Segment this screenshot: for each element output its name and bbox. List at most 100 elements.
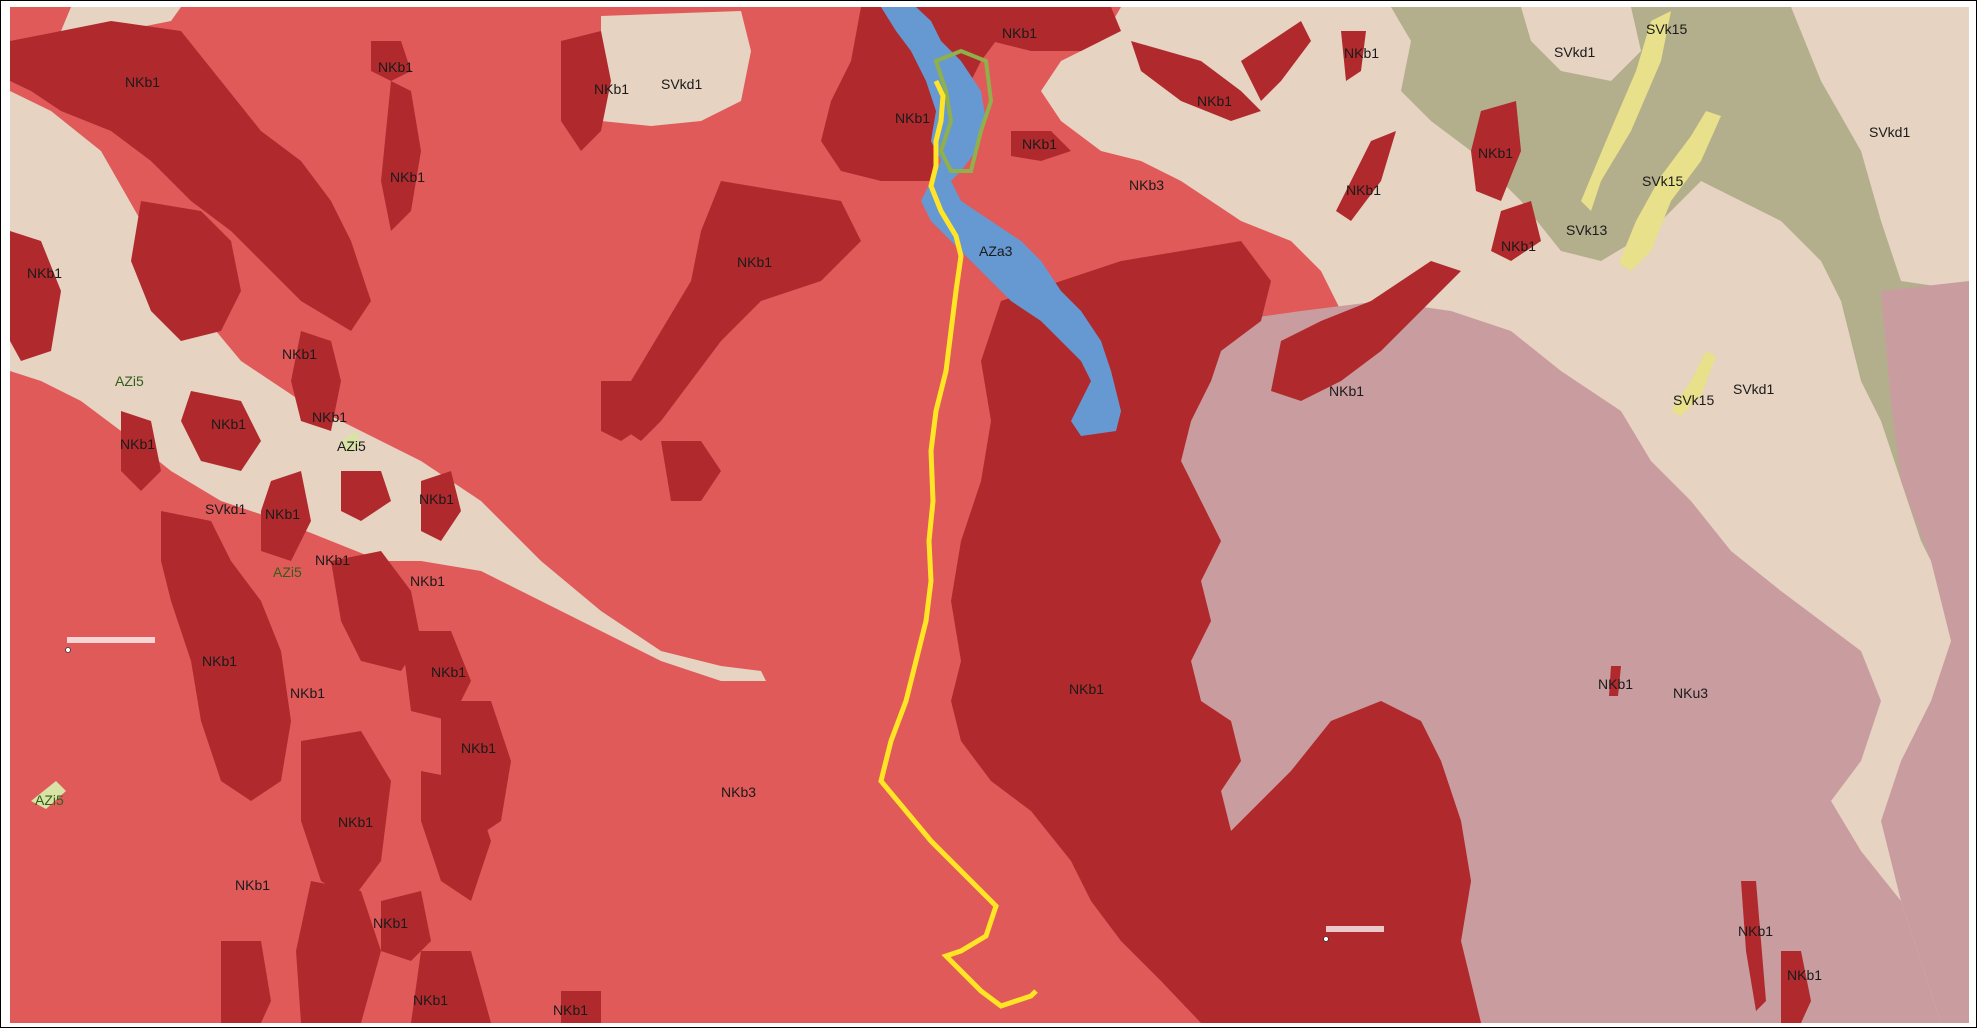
unit-nkb1-ne2 [1241,21,1311,101]
label-l22: NKb1 [27,265,62,281]
label-l33: NKb1 [265,506,300,522]
label-l24: NKb1 [282,346,317,362]
label-l42: NKu3 [1673,685,1708,701]
label-l50: NKb1 [1738,923,1773,939]
label-l17: NKb1 [1346,182,1381,198]
map-labels: NKb1 NKb1 NKb1 SVkd1 NKb1 NKb1 SVkd1 SVk… [27,21,1910,1018]
label-l44: NKb1 [461,740,496,756]
label-l3: NKb1 [594,81,629,97]
label-l21: AZa3 [979,243,1013,259]
label-l10: NKb1 [895,110,930,126]
unit-svk13 [1391,7,1969,601]
unit-nkb1-w25 [341,471,391,521]
unit-nkb1-north-2 [981,7,1121,51]
unit-nkb1-se-strip-2 [1781,951,1811,1023]
label-l25: NKb1 [1329,383,1364,399]
geological-map[interactable]: NKb1 NKb1 NKb1 SVkd1 NKb1 NKb1 SVkd1 SVk… [10,7,1969,1023]
label-l48: NKb1 [235,877,270,893]
label-l20: NKb1 [737,254,772,270]
unit-svkd1-patch-2 [1791,7,1969,291]
label-l52: NKb1 [413,992,448,1008]
settlement-marker-west[interactable] [65,647,71,653]
label-l28: NKb1 [312,409,347,425]
settlement-name-plate-west [67,637,155,643]
unit-svk15-stripe-2 [1619,111,1721,271]
unit-nku3 [1181,301,1941,1023]
label-l51: NKb1 [1787,967,1822,983]
label-l5: NKb1 [1002,25,1037,41]
unit-nkb1-w1 [131,201,241,341]
unit-nkb1-ne4 [1341,31,1366,81]
label-l47: NKb1 [338,814,373,830]
unit-nku3-east [1881,281,1969,1023]
label-l1: NKb1 [125,74,160,90]
unit-nkb1-w7 [161,511,291,801]
label-l18: SVk13 [1566,222,1607,238]
unit-nkb1-w8 [331,551,421,671]
unit-azi5-patch [341,431,361,453]
label-l4: SVkd1 [661,76,702,92]
settlement-marker-east[interactable] [1323,936,1329,942]
label-l31: NKb1 [120,436,155,452]
route-line [878,79,1038,1009]
label-l30: SVkd1 [1733,381,1774,397]
unit-nkb1-w20 [601,381,651,441]
unit-nkb1-nw [10,21,371,331]
label-l34: NKb1 [419,491,454,507]
unit-nkb1-w13 [296,881,381,1023]
unit-nkb1-w3 [181,391,261,471]
label-l27: AZi5 [337,438,366,454]
label-l6: NKb1 [1344,45,1379,61]
label-l11: NKb1 [1197,93,1232,109]
settlement-name-plate-east [1326,926,1384,932]
unit-nkb1-w4 [121,411,161,491]
label-l23: AZi5 [115,373,144,389]
unit-nkb1-w10 [401,631,471,721]
label-l46: NKb3 [721,784,756,800]
unit-nkb1-se-strip [1741,881,1766,1011]
unit-nkb1-w15 [381,81,421,231]
unit-nkb1-ne8 [1271,261,1461,401]
label-l43: NKb1 [1598,676,1633,692]
label-l39: NKb1 [431,664,466,680]
unit-nkb1-w18 [611,181,861,441]
unit-nkb1-w21 [221,941,271,1023]
unit-svk15-small [1671,351,1716,416]
label-l38: NKb1 [202,653,237,669]
unit-nkb1-w9 [421,471,461,541]
unit-nkb1-central [951,241,1481,1023]
label-l16: SVk15 [1642,173,1683,189]
label-l15: NKb1 [1478,145,1513,161]
label-l40: NKb1 [290,685,325,701]
unit-nkb1-w14 [421,771,491,901]
unit-nkb1-w16 [371,41,411,81]
unit-svkd1-north [591,11,751,126]
label-l7: SVkd1 [1554,44,1595,60]
unit-svkd1-west [10,91,766,681]
unit-nkb1-ne7 [1491,201,1541,261]
settlement-markers [65,637,1384,942]
label-l2: NKb1 [378,59,413,75]
label-l19: NKb1 [1501,238,1536,254]
label-l37: NKb1 [410,573,445,589]
label-l12: NKb1 [1022,136,1057,152]
unit-nkb1-ne1 [1131,41,1261,121]
unit-nkb1-se-dot [1609,666,1621,696]
unit-nkb1-w22 [381,891,431,961]
label-l32: SVkd1 [205,501,246,517]
label-l26: NKb1 [211,416,246,432]
unit-nkb1-w5 [291,331,341,431]
label-l29: SVk15 [1673,392,1714,408]
unit-azi5-patch-2 [31,781,66,809]
label-l35: AZi5 [273,564,302,580]
unit-svkd1-patch [1521,7,1641,81]
unit-svk15-stripe [1581,11,1671,211]
label-l8: SVk15 [1646,21,1687,37]
unit-nkb1-w17 [561,31,611,151]
label-l45: AZi5 [35,792,64,808]
label-l36: NKb1 [315,552,350,568]
unit-nkb1-w6 [261,471,311,561]
unit-nkb1-ne6 [1471,101,1521,201]
unit-nkb1-w23 [411,951,491,1023]
label-l53: NKb1 [553,1002,588,1018]
